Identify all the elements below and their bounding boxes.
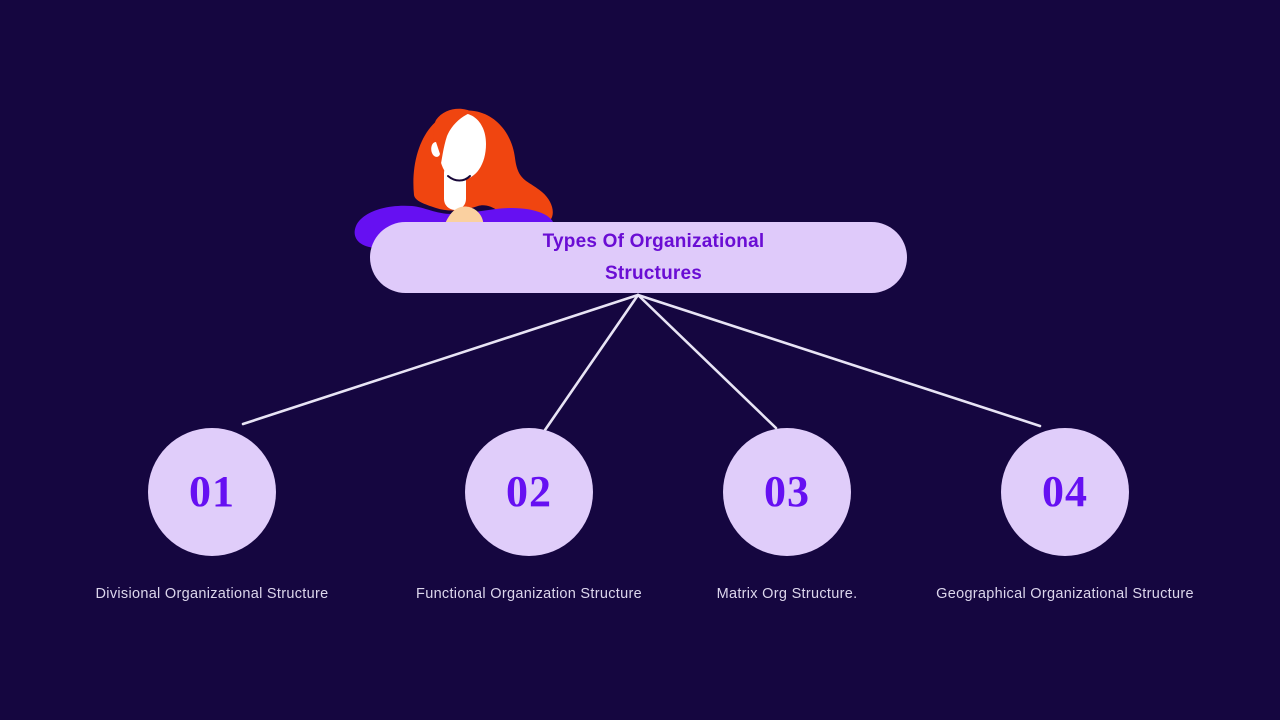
node-circle-2[interactable]: 02 [465,428,593,556]
hair-ear-wisp [431,142,440,157]
node-item-3[interactable]: 03 Matrix Org Structure. [717,428,857,602]
node-circle-1[interactable]: 01 [148,428,276,556]
title-banner: Types Of Organizational Structures [370,222,907,293]
connector-line-2 [543,293,640,432]
node-circle-3[interactable]: 03 [723,428,851,556]
node-number-3: 03 [764,467,810,516]
connector-line-1 [241,293,640,426]
node-number-2: 02 [506,467,552,516]
connector-line-4 [636,293,1042,428]
hair-front-strand [433,108,472,168]
node-circle-4[interactable]: 04 [1001,428,1129,556]
page-title-line-1: Types Of Organizational [542,230,765,252]
node-item-1[interactable]: 01 Divisional Organizational Structure [96,428,328,602]
page-title: Types Of Organizational Structures [370,226,907,290]
node-caption-3: Matrix Org Structure. [716,586,858,602]
node-item-2[interactable]: 02 Functional Organization Structure [416,428,642,602]
node-number-1: 01 [189,467,235,516]
node-caption-1: Divisional Organizational Structure [95,586,329,602]
page-title-line-2: Structures [604,262,703,284]
node-caption-4: Geographical Organizational Structure [936,586,1194,602]
smile-line [447,175,471,182]
connector-line-3 [636,293,778,430]
node-item-4[interactable]: 04 Geographical Organizational Structure [936,428,1194,602]
node-number-4: 04 [1042,467,1088,516]
node-caption-2: Functional Organization Structure [416,586,642,602]
